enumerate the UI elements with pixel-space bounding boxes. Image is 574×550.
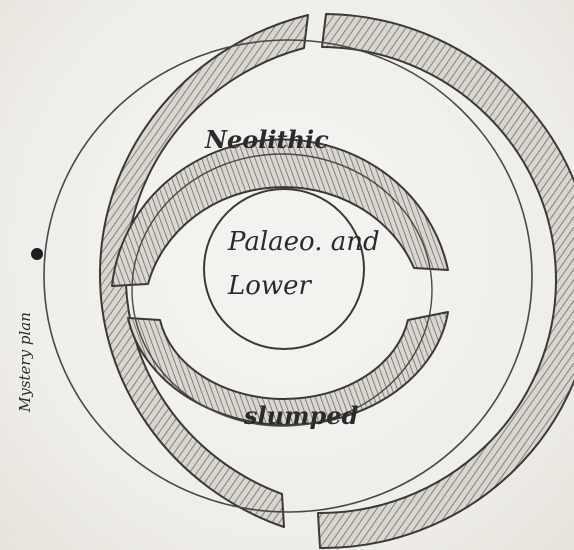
center-circle <box>204 189 364 349</box>
dot-marker <box>31 248 43 260</box>
label-neolithic: Neolithic <box>204 125 329 154</box>
label-center-line1: Palaeo. and <box>227 227 380 257</box>
label-side-note: Mystery plan <box>16 312 34 413</box>
label-slumped: slumped <box>243 401 359 430</box>
label-center-line2: Lower <box>227 271 313 301</box>
